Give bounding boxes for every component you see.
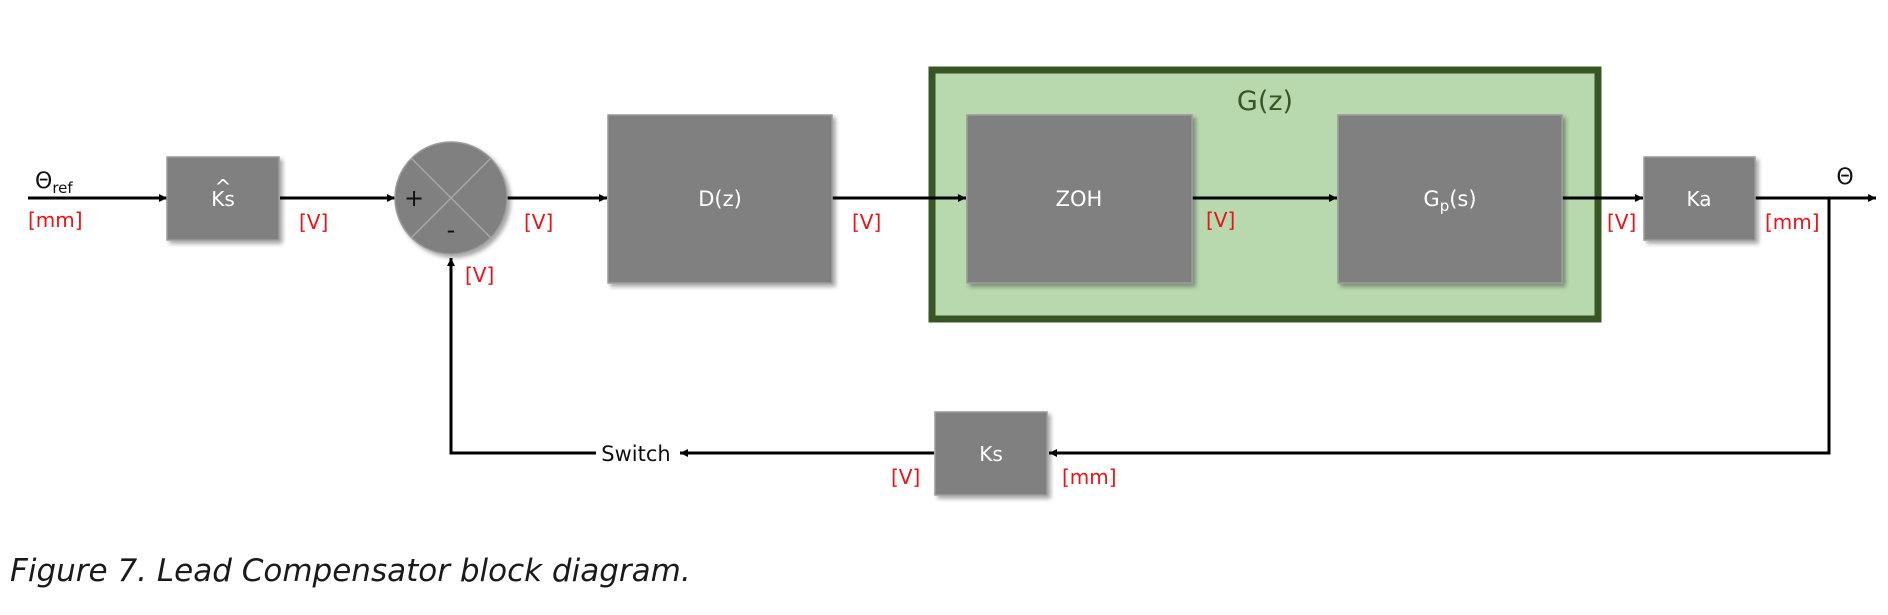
signal-lines (28, 194, 1876, 457)
controller-label: D(z) (698, 187, 742, 211)
zoh-block: ZOH (966, 114, 1193, 284)
input-symbol: Θref (35, 169, 73, 197)
unit-feedback-sensor-out: [V] (891, 465, 920, 489)
ks-hat-hat-mark: ^ (215, 175, 232, 199)
ks-hat-block: ^ Ks (166, 156, 280, 241)
input-symbol-main: Θ (35, 169, 52, 194)
actuator-label: Ka (1686, 187, 1711, 211)
input-symbol-sub: ref (52, 179, 73, 197)
output-symbol: Θ (1836, 165, 1853, 190)
plant-label-sub: p (1440, 197, 1450, 215)
unit-feedback-sensor-in: [mm] (1062, 465, 1117, 489)
line-output-to-feedback-sensor (1049, 198, 1831, 457)
plant-group-label: G(z) (1237, 86, 1293, 117)
plant-label-main: G (1423, 187, 1439, 211)
zoh-label: ZOH (1056, 187, 1103, 211)
unit-output: [mm] (1765, 210, 1820, 234)
unit-input: [mm] (28, 208, 83, 232)
plant-block: Gp(s) (1337, 114, 1563, 284)
plant-label: Gp(s) (1423, 187, 1476, 215)
switch-label: Switch (601, 442, 670, 466)
feedback-sensor-label: Ks (979, 442, 1003, 466)
summing-junction: + - (394, 141, 508, 255)
sum-minus-sign: - (447, 216, 456, 244)
sum-plus-sign: + (404, 184, 424, 212)
ks-hat-label: Ks (211, 187, 235, 211)
line-switch-to-sum (447, 258, 596, 455)
actuator-block: Ka (1643, 156, 1756, 241)
unit-after-ks-hat: [V] (299, 210, 328, 234)
controller-block: D(z) (607, 114, 833, 284)
figure-caption: Figure 7. Lead Compensator block diagram… (10, 553, 691, 589)
unit-after-dz: [V] (852, 210, 881, 234)
feedback-sensor-block: Ks (934, 411, 1048, 496)
plant-label-arg: (s) (1449, 187, 1476, 211)
unit-after-gp: [V] (1607, 210, 1636, 234)
unit-feedback-into-sum: [V] (465, 263, 494, 287)
unit-after-sum: [V] (524, 210, 553, 234)
unit-after-zoh: [V] (1206, 208, 1235, 232)
